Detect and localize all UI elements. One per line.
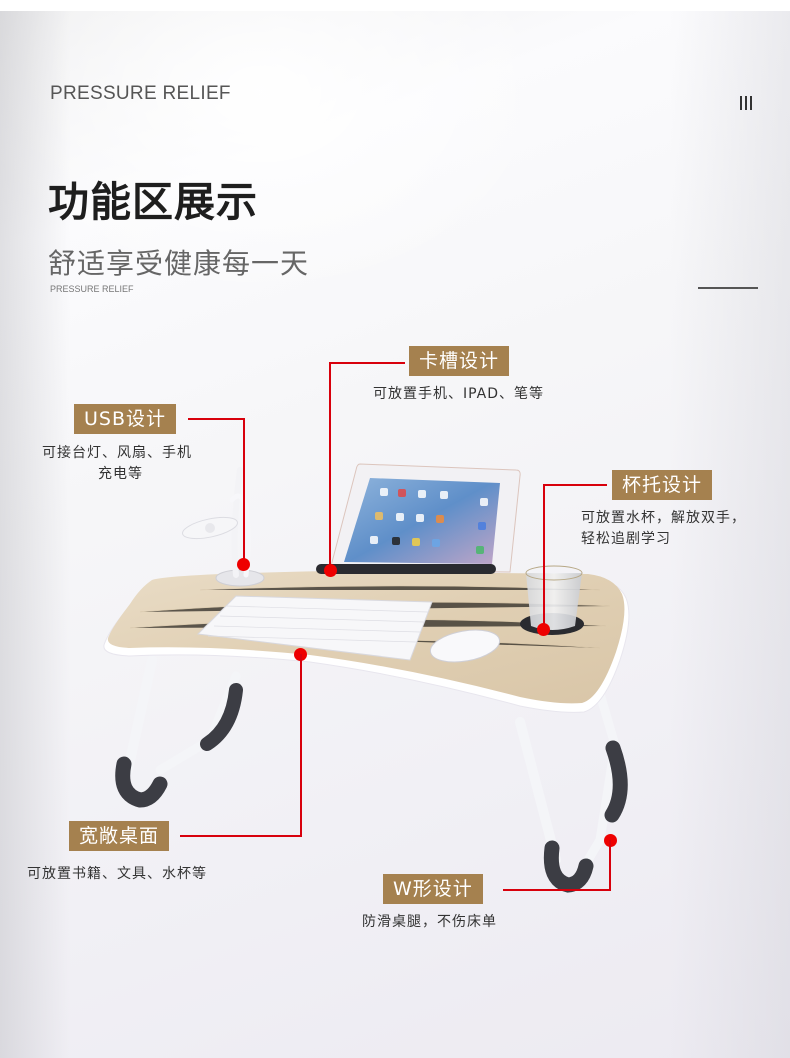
callout-tag-slot: 卡槽设计 <box>409 346 510 376</box>
callout-line-usb <box>188 418 244 420</box>
callout-dot-slot <box>324 564 337 577</box>
callout-desc-usb-line2: 充电等 <box>98 466 143 482</box>
callout-line-surface <box>180 835 302 837</box>
divider-rule <box>698 287 758 289</box>
callout-tag-cup: 杯托设计 <box>612 470 713 500</box>
callout-tag-legs: W形设计 <box>383 874 483 904</box>
callout-desc-surface: 可放置书籍、文具、水杯等 <box>27 866 207 882</box>
callout-line-legs <box>503 889 611 891</box>
kicker-text: PRESSURE RELIEF <box>50 83 231 104</box>
callout-line-cup <box>543 484 607 486</box>
tiny-caption: PRESSURE RELIEF <box>50 284 134 294</box>
page-title: 功能区展示 <box>48 178 258 226</box>
callout-line-surface-vertical <box>300 654 302 836</box>
callout-tag-surface: 宽敞桌面 <box>69 821 170 851</box>
callout-line-slot <box>329 362 405 364</box>
table-legs-right <box>515 655 628 893</box>
menu-bars-icon <box>740 96 754 110</box>
callout-line-usb-vertical <box>243 418 245 564</box>
callout-tag-usb: USB设计 <box>74 404 177 434</box>
callout-dot-cup <box>537 623 550 636</box>
background-shade-right <box>670 11 790 1058</box>
callout-desc-slot: 可放置手机、IPAD、笔等 <box>373 386 545 402</box>
tablet-image <box>329 463 521 573</box>
callout-line-cup-vertical <box>543 484 545 626</box>
callout-desc-cup-line1: 可放置水杯，解放双手， <box>581 510 746 526</box>
callout-desc-cup-line2: 轻松追剧学习 <box>581 531 671 547</box>
page-subtitle: 舒适享受健康每一天 <box>48 247 310 280</box>
callout-dot-usb <box>237 558 250 571</box>
table-legs-left <box>115 655 243 808</box>
background-shade-left <box>0 11 70 1058</box>
callout-line-slot-vertical <box>329 362 331 570</box>
callout-line-legs-vertical <box>609 840 611 890</box>
callout-desc-usb-line1: 可接台灯、风扇、手机 <box>42 445 192 461</box>
callout-desc-legs: 防滑桌腿，不伤床单 <box>362 914 497 930</box>
